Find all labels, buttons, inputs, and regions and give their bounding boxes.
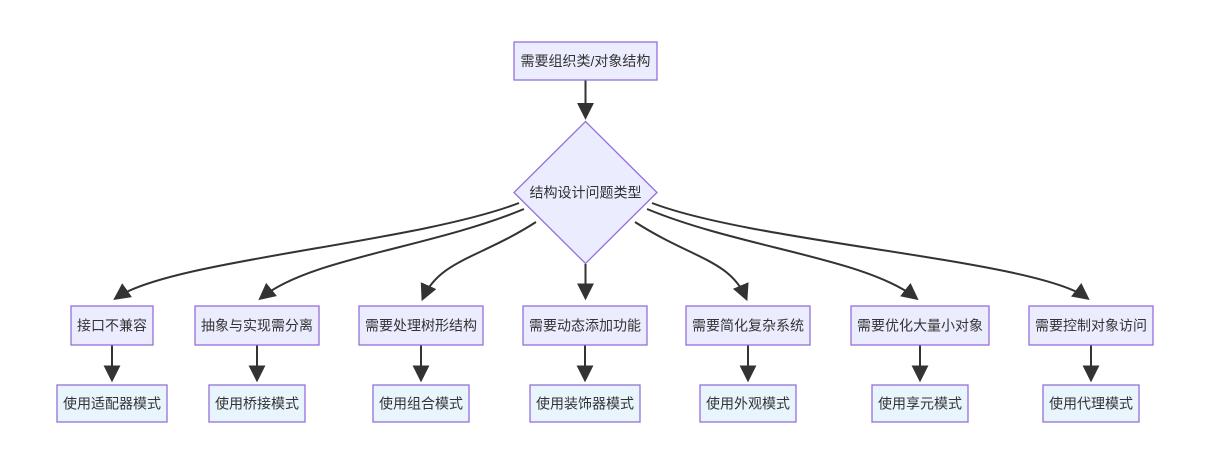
edge-decision-to-condition-0 xyxy=(113,202,520,300)
decision-diamond xyxy=(513,120,658,265)
condition-node-5 xyxy=(850,305,990,346)
pattern-node-label-6: 使用代理模式 xyxy=(1049,396,1133,412)
edge-decision-to-condition-2 xyxy=(420,221,537,302)
condition-node-0 xyxy=(70,305,154,346)
pattern-node-label-3: 使用装饰器模式 xyxy=(536,396,634,412)
condition-node-label-6: 需要控制对象访问 xyxy=(1035,318,1147,334)
pattern-node-label-4: 使用外观模式 xyxy=(706,396,790,412)
condition-node-label-5: 需要优化大量小对象 xyxy=(857,318,983,334)
pattern-node-5 xyxy=(871,384,969,423)
pattern-node-1 xyxy=(208,384,306,423)
pattern-node-0 xyxy=(56,384,168,423)
pattern-node-3 xyxy=(529,384,641,423)
pattern-node-label-0: 使用适配器模式 xyxy=(63,396,161,412)
condition-node-label-2: 需要处理树形结构 xyxy=(365,318,477,334)
condition-node-2 xyxy=(358,305,484,346)
condition-node-label-0: 接口不兼容 xyxy=(77,318,147,334)
condition-node-1 xyxy=(194,305,320,346)
condition-node-4 xyxy=(685,305,811,346)
pattern-node-2 xyxy=(372,384,470,423)
condition-node-label-4: 需要简化复杂系统 xyxy=(692,318,804,334)
condition-node-3 xyxy=(522,305,648,346)
pattern-node-6 xyxy=(1042,384,1140,423)
condition-node-6 xyxy=(1028,305,1154,346)
edge-decision-to-condition-6 xyxy=(651,202,1090,301)
edge-decision-to-condition-5 xyxy=(646,208,919,301)
edge-decision-to-condition-1 xyxy=(258,208,525,301)
pattern-node-label-2: 使用组合模式 xyxy=(379,396,463,412)
root-node-label: 需要组织类/对象结构 xyxy=(521,53,651,69)
decision-diamond-label: 结构设计问题类型 xyxy=(530,185,642,201)
root-node xyxy=(513,41,658,81)
pattern-node-4 xyxy=(699,384,797,423)
pattern-node-label-5: 使用享元模式 xyxy=(878,396,962,412)
edge-decision-to-condition-4 xyxy=(634,221,749,302)
condition-node-label-3: 需要动态添加功能 xyxy=(529,318,641,334)
pattern-node-label-1: 使用桥接模式 xyxy=(215,396,299,412)
condition-node-label-1: 抽象与实现需分离 xyxy=(201,318,313,334)
